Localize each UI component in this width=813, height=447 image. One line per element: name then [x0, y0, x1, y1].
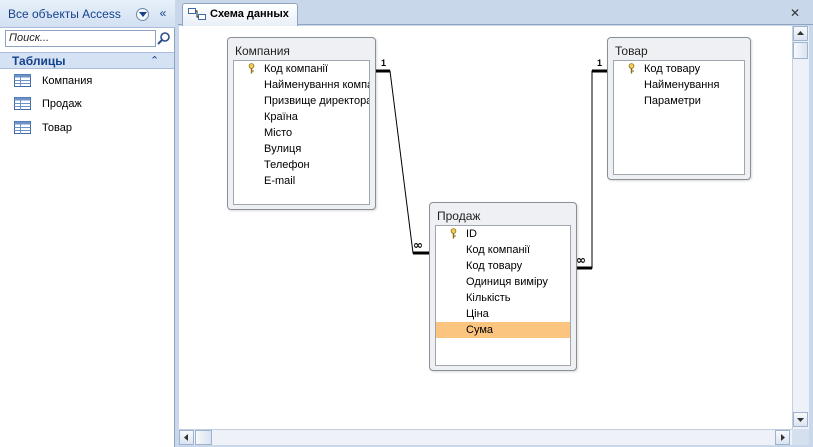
one-label: 1 [597, 58, 602, 68]
field-name: Ціна [466, 308, 489, 320]
field-item[interactable]: Країна [234, 109, 369, 125]
scroll-right-button[interactable] [775, 430, 790, 445]
arrow-right-icon [781, 434, 785, 441]
field-item-selected[interactable]: Сума [436, 322, 570, 338]
document-tabstrip: Схема данных ✕ [178, 0, 813, 26]
table-window-product[interactable]: Товар Код товару Найменування Параметри [607, 37, 751, 180]
field-name: Сума [466, 324, 494, 336]
chevron-down-icon[interactable] [136, 8, 149, 21]
table-icon [14, 74, 31, 87]
nav-item-company[interactable]: Компания [0, 70, 174, 94]
search-input[interactable]: Поиск... [5, 30, 156, 47]
vertical-scrollbar[interactable] [792, 26, 809, 429]
arrow-left-icon [184, 434, 188, 441]
field-item[interactable]: Код товару [614, 61, 744, 77]
field-name: E-mail [264, 175, 296, 187]
key-icon [628, 63, 635, 74]
table-icon [14, 97, 31, 110]
collapse-group-icon[interactable]: ⌃ [150, 55, 160, 67]
field-list[interactable]: Код товару Найменування Параметри [613, 60, 745, 175]
field-item[interactable]: Кількість [436, 290, 570, 306]
field-name: Вулиця [264, 143, 302, 155]
field-name: Код компанії [264, 63, 329, 75]
table-window-sale[interactable]: Продаж ID Код компанії Код товару Одиниц… [429, 202, 577, 371]
field-name: Телефон [264, 159, 310, 171]
scroll-corner [792, 429, 809, 445]
nav-header[interactable]: Все объекты Access « [0, 0, 175, 28]
field-item[interactable]: Телефон [234, 157, 369, 173]
table-window-title[interactable]: Товар [615, 44, 648, 58]
search-icon[interactable] [156, 30, 172, 47]
tab-label: Схема данных [210, 8, 289, 20]
nav-item-label: Товар [42, 122, 72, 134]
arrow-up-icon [797, 31, 804, 35]
relationships-icon [188, 8, 206, 20]
field-name: Код товару [644, 63, 701, 75]
field-item[interactable]: Параметри [614, 93, 744, 109]
field-item[interactable]: Призвище директора [234, 93, 369, 109]
group-header-tables[interactable]: Таблицы ⌃ [0, 52, 174, 69]
nav-item-product[interactable]: Товар [0, 117, 174, 141]
field-item[interactable]: Вулиця [234, 141, 369, 157]
field-name: Параметри [644, 95, 701, 107]
field-item[interactable]: E-mail [234, 173, 369, 189]
scroll-up-button[interactable] [793, 26, 808, 41]
many-label: ∞ [413, 238, 423, 252]
many-label: ∞ [576, 253, 586, 267]
arrow-down-icon [797, 418, 804, 422]
key-icon [248, 63, 255, 74]
relationships-canvas[interactable]: 1 ∞ 1 ∞ Компания Код компанії Найменуван… [179, 26, 792, 429]
field-list[interactable]: Код компанії Найменування компанії Призв… [233, 60, 370, 205]
scroll-down-button[interactable] [793, 412, 808, 427]
field-item[interactable]: Місто [234, 125, 369, 141]
scroll-thumb[interactable] [793, 42, 808, 59]
field-item[interactable]: Одиниця виміру [436, 274, 570, 290]
nav-title[interactable]: Все объекты Access [8, 7, 121, 21]
field-item[interactable]: Код товару [436, 258, 570, 274]
field-name: ID [466, 228, 477, 240]
navigation-pane: Все объекты Access « Поиск... Таблицы ⌃ [0, 0, 175, 447]
field-name: Код компанії [466, 244, 531, 256]
scroll-left-button[interactable] [179, 430, 194, 445]
nav-item-label: Продаж [42, 98, 82, 110]
field-name: Найменування компанії [264, 79, 369, 91]
document-area: Схема данных ✕ 1 ∞ [178, 0, 813, 447]
table-window-title[interactable]: Продаж [437, 209, 481, 223]
relationship-company-sale[interactable] [376, 69, 429, 255]
tab-relationships[interactable]: Схема данных [182, 3, 298, 26]
field-name: Найменування [644, 79, 720, 91]
key-icon [450, 228, 457, 239]
field-item[interactable]: Найменування компанії [234, 77, 369, 93]
field-name: Кількість [466, 292, 511, 304]
field-item[interactable]: ID [436, 226, 570, 242]
nav-item-sale[interactable]: Продаж [0, 93, 174, 117]
field-name: Призвище директора [264, 95, 370, 107]
relationship-product-sale[interactable] [577, 69, 608, 270]
field-item[interactable]: Код компанії [234, 61, 369, 77]
table-window-company[interactable]: Компания Код компанії Найменування компа… [227, 37, 376, 210]
field-name: Код товару [466, 260, 523, 272]
field-name: Одиниця виміру [466, 276, 548, 288]
horizontal-scrollbar[interactable] [179, 429, 792, 445]
table-icon [14, 121, 31, 134]
field-name: Місто [264, 127, 293, 139]
one-label: 1 [381, 58, 386, 68]
field-list[interactable]: ID Код компанії Код товару Одиниця вимір… [435, 225, 571, 366]
table-window-title[interactable]: Компания [235, 44, 290, 58]
collapse-pane-icon[interactable]: « [159, 6, 167, 20]
field-item[interactable]: Найменування [614, 77, 744, 93]
scroll-thumb[interactable] [195, 430, 212, 445]
field-name: Країна [264, 111, 298, 123]
close-icon[interactable]: ✕ [790, 6, 801, 20]
relationship-lines: 1 ∞ 1 ∞ [376, 58, 608, 270]
field-item[interactable]: Ціна [436, 306, 570, 322]
group-title: Таблицы [12, 54, 66, 68]
field-item[interactable]: Код компанії [436, 242, 570, 258]
nav-item-label: Компания [42, 75, 93, 87]
